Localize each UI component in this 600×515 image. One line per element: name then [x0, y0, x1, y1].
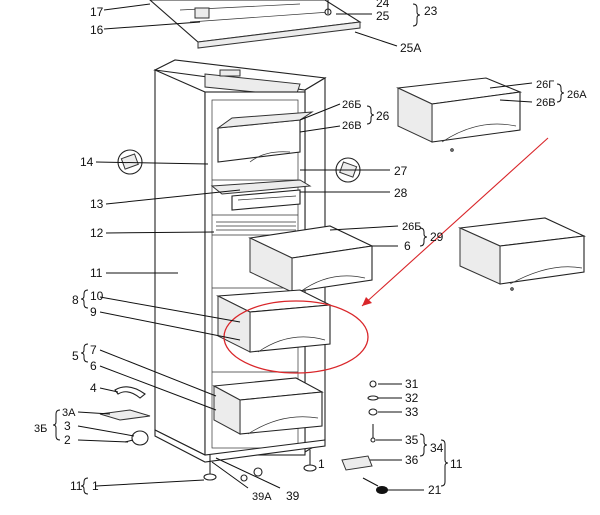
foot-21 — [362, 477, 388, 494]
callout-24: 24 — [376, 0, 390, 10]
hinge-14-icon — [117, 149, 143, 175]
leader-lines — [77, 3, 533, 491]
callout-27: 27 — [394, 164, 408, 178]
drawer-26A — [396, 77, 523, 152]
callout-39: 39 — [286, 489, 300, 503]
callout-26B-b: 26Б — [402, 221, 421, 233]
callout-5: 5 — [72, 349, 79, 363]
callout-26V-a: 26В — [536, 97, 556, 109]
callout-9: 9 — [90, 305, 97, 319]
callout-23: 23 — [424, 4, 438, 18]
callout-25: 25 — [376, 9, 390, 23]
callout-25A: 25A — [400, 41, 421, 55]
callout-11-right: 11 — [450, 457, 463, 471]
callout-labels: 17 16 24 25 23 25A 26Г 26В 26А 26Б 26В 2… — [34, 0, 587, 503]
screw-stack-31-36 — [341, 380, 379, 471]
callout-36: 36 — [405, 453, 419, 467]
callout-26V-b: 26В — [342, 120, 362, 132]
callout-6-left: 6 — [90, 359, 97, 373]
knob-2 — [124, 430, 149, 446]
washers-39 — [240, 467, 263, 482]
callout-32: 32 — [405, 391, 419, 405]
callout-3: 3 — [64, 419, 71, 433]
callout-3B: 3Б — [34, 423, 47, 435]
red-pointer-arrow — [361, 137, 549, 307]
callout-14: 14 — [80, 155, 94, 169]
callout-10: 10 — [90, 289, 104, 303]
callout-39A: 39А — [252, 491, 272, 503]
callout-7: 7 — [90, 343, 97, 357]
callout-13: 13 — [90, 197, 104, 211]
callout-2: 2 — [64, 433, 71, 447]
callout-35: 35 — [405, 433, 419, 447]
callout-8: 8 — [72, 293, 79, 307]
callout-6-top: 6 — [404, 239, 411, 253]
callout-28: 28 — [394, 186, 408, 200]
callout-11-bottom: 11 — [70, 479, 83, 493]
drawer-10-highlighted — [215, 289, 369, 374]
callout-29: 29 — [430, 230, 444, 244]
top-cover-panel — [149, 0, 362, 49]
door-handle-4 — [114, 386, 146, 399]
callout-34: 34 — [430, 441, 444, 455]
callout-26G: 26Г — [536, 79, 554, 91]
callout-26B-a: 26Б — [342, 99, 361, 111]
drawer-26 — [216, 111, 314, 163]
callout-16: 16 — [90, 23, 104, 37]
callout-4: 4 — [90, 381, 97, 395]
drawer-detached-right — [457, 217, 586, 291]
callout-12: 12 — [90, 226, 104, 240]
bracket-3A — [99, 409, 151, 421]
callout-21: 21 — [428, 483, 442, 497]
wire-shelf — [216, 221, 296, 231]
callout-1-bottom: 1 — [92, 479, 99, 493]
callout-26A: 26А — [567, 89, 587, 101]
callout-1-small: 1 — [318, 457, 325, 471]
callout-3A: 3А — [62, 407, 76, 419]
braces — [52, 3, 565, 495]
callout-17: 17 — [90, 5, 104, 19]
drawer-6 — [248, 225, 374, 293]
callout-33: 33 — [405, 405, 419, 419]
callout-26: 26 — [376, 109, 390, 123]
callout-31: 31 — [405, 377, 419, 391]
callout-11-left: 11 — [90, 266, 103, 280]
drawer-7 — [212, 377, 324, 435]
